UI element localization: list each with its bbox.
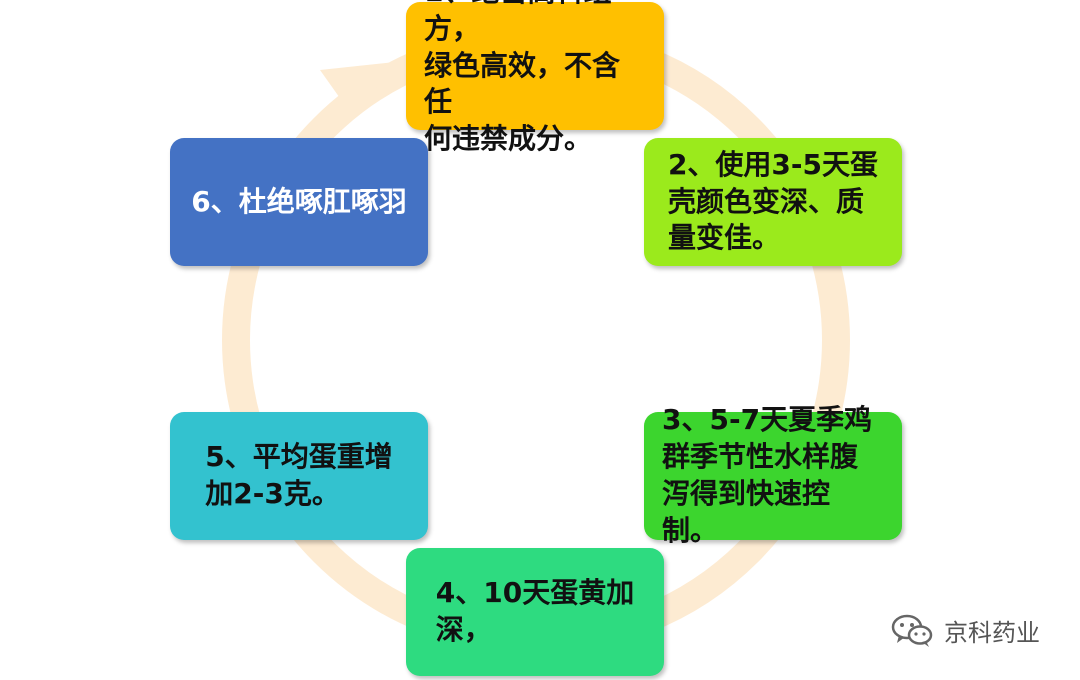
wechat-icon bbox=[891, 614, 933, 647]
step-3-text: 3、5-7天夏季鸡 群季节性水样腹 泻得到快速控制。 bbox=[662, 403, 873, 547]
step-1-text: 1、绝密高科组方， 绿色高效，不含任 何违禁成分。 bbox=[424, 0, 621, 156]
step-6-text: 6、杜绝啄肛啄羽 bbox=[191, 184, 407, 218]
step-4-box: 4、10天蛋黄加 深， bbox=[406, 548, 664, 676]
watermark: 京科药业 bbox=[890, 612, 1040, 648]
step-2-text: 2、使用3-5天蛋 壳颜色变深、质 量变佳。 bbox=[667, 147, 879, 255]
step-5-text: 5、平均蛋重增 加2-3克。 bbox=[205, 440, 393, 510]
step-5-box: 5、平均蛋重增 加2-3克。 bbox=[170, 412, 428, 540]
step-1-box: 1、绝密高科组方， 绿色高效，不含任 何违禁成分。 bbox=[406, 0, 664, 155]
step-3-box: 3、5-7天夏季鸡 群季节性水样腹 泻得到快速控制。 bbox=[644, 403, 902, 547]
step-6-box: 6、杜绝啄肛啄羽 bbox=[170, 138, 428, 266]
step-2-box: 2、使用3-5天蛋 壳颜色变深、质 量变佳。 bbox=[644, 138, 902, 266]
step-4-text: 4、10天蛋黄加 深， bbox=[435, 576, 635, 646]
cycle-arrowhead bbox=[320, 62, 395, 118]
watermark-text: 京科药业 bbox=[944, 618, 1040, 647]
